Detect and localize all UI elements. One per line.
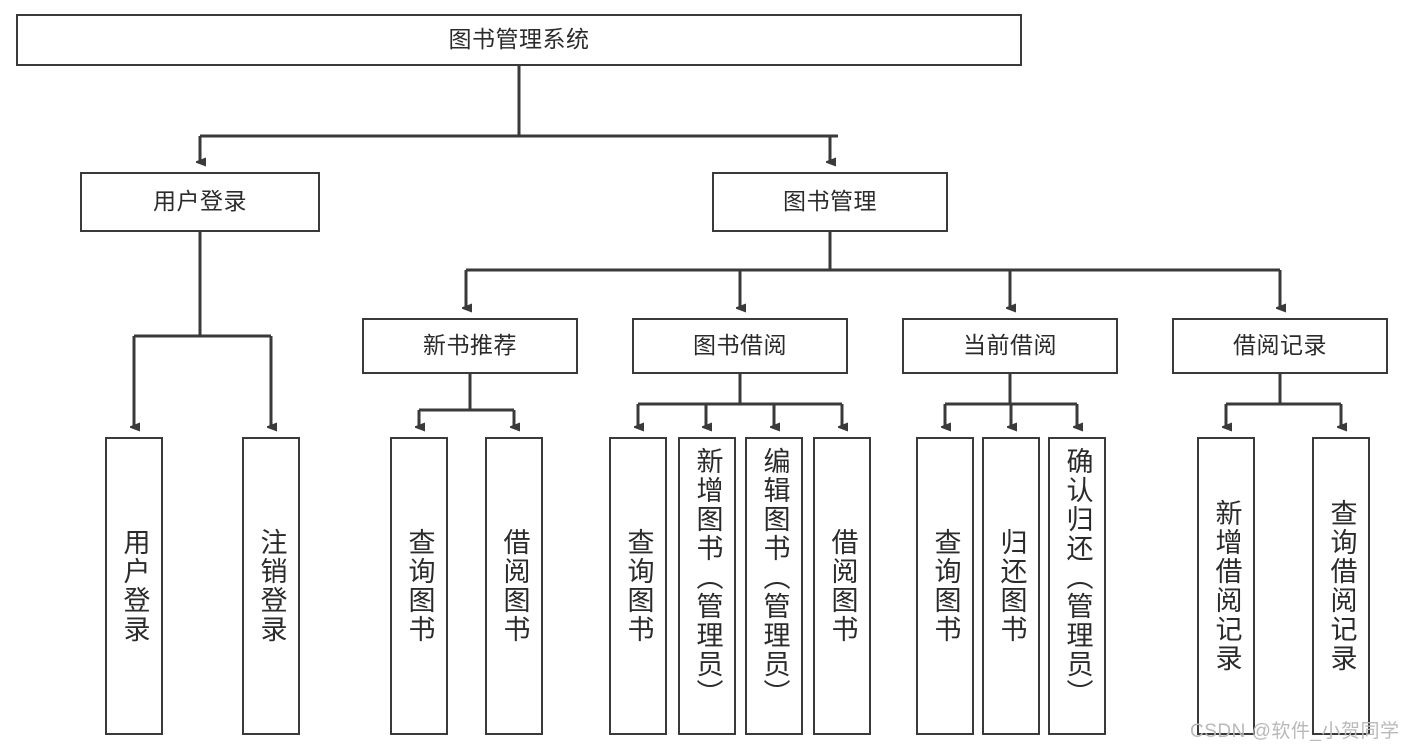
node-leaf-query-book-br-label: 查询图书 [623, 528, 654, 644]
node-new-book-recommend-label: 新书推荐 [423, 332, 517, 359]
node-leaf-borrow-book-rec[interactable]: 借阅图书 [485, 437, 543, 735]
node-leaf-query-book-rec[interactable]: 查询图书 [390, 437, 448, 735]
node-leaf-add-borrow-record[interactable]: 新增借阅记录 [1197, 437, 1255, 735]
node-leaf-return-book-label: 归还图书 [996, 528, 1027, 644]
node-book-borrow-label: 图书借阅 [693, 332, 787, 359]
node-leaf-query-book-cb-label: 查询图书 [930, 528, 961, 644]
node-borrow-record[interactable]: 借阅记录 [1172, 318, 1388, 374]
node-leaf-user-login[interactable]: 用户登录 [105, 437, 163, 735]
node-leaf-query-borrow-record-label: 查询借阅记录 [1326, 499, 1357, 673]
node-leaf-query-book-cb[interactable]: 查询图书 [916, 437, 974, 735]
node-leaf-edit-book-label: 编辑图书（管理员） [759, 447, 790, 708]
node-leaf-add-book-label: 新增图书（管理员） [692, 447, 723, 708]
node-leaf-confirm-return[interactable]: 确认归还（管理员） [1048, 437, 1106, 735]
node-leaf-user-login-label: 用户登录 [119, 528, 150, 644]
watermark: CSDN @软件_小贺同学 [1190, 721, 1400, 742]
node-leaf-confirm-return-label: 确认归还（管理员） [1062, 447, 1093, 708]
node-leaf-borrow-book-rec-label: 借阅图书 [499, 528, 530, 644]
node-root[interactable]: 图书管理系统 [16, 14, 1022, 66]
node-book-borrow[interactable]: 图书借阅 [632, 318, 848, 374]
node-leaf-borrow-book-br-label: 借阅图书 [827, 528, 858, 644]
node-root-label: 图书管理系统 [448, 26, 590, 53]
node-leaf-user-logout[interactable]: 注销登录 [242, 437, 300, 735]
node-leaf-query-book-br[interactable]: 查询图书 [609, 437, 667, 735]
node-borrow-record-label: 借阅记录 [1233, 332, 1327, 359]
node-leaf-borrow-book-br[interactable]: 借阅图书 [813, 437, 871, 735]
node-leaf-query-borrow-record[interactable]: 查询借阅记录 [1312, 437, 1370, 735]
node-leaf-return-book[interactable]: 归还图书 [982, 437, 1040, 735]
node-leaf-edit-book[interactable]: 编辑图书（管理员） [745, 437, 803, 735]
node-user-login[interactable]: 用户登录 [80, 172, 320, 232]
node-leaf-user-logout-label: 注销登录 [256, 528, 287, 644]
node-book-manage-label: 图书管理 [783, 188, 877, 215]
node-leaf-query-book-rec-label: 查询图书 [404, 528, 435, 644]
node-new-book-recommend[interactable]: 新书推荐 [362, 318, 578, 374]
node-current-borrow-label: 当前借阅 [963, 332, 1057, 359]
node-current-borrow[interactable]: 当前借阅 [902, 318, 1118, 374]
node-user-login-label: 用户登录 [153, 188, 247, 215]
node-book-manage[interactable]: 图书管理 [712, 172, 948, 232]
node-leaf-add-book[interactable]: 新增图书（管理员） [678, 437, 736, 735]
node-leaf-add-borrow-record-label: 新增借阅记录 [1211, 499, 1242, 673]
